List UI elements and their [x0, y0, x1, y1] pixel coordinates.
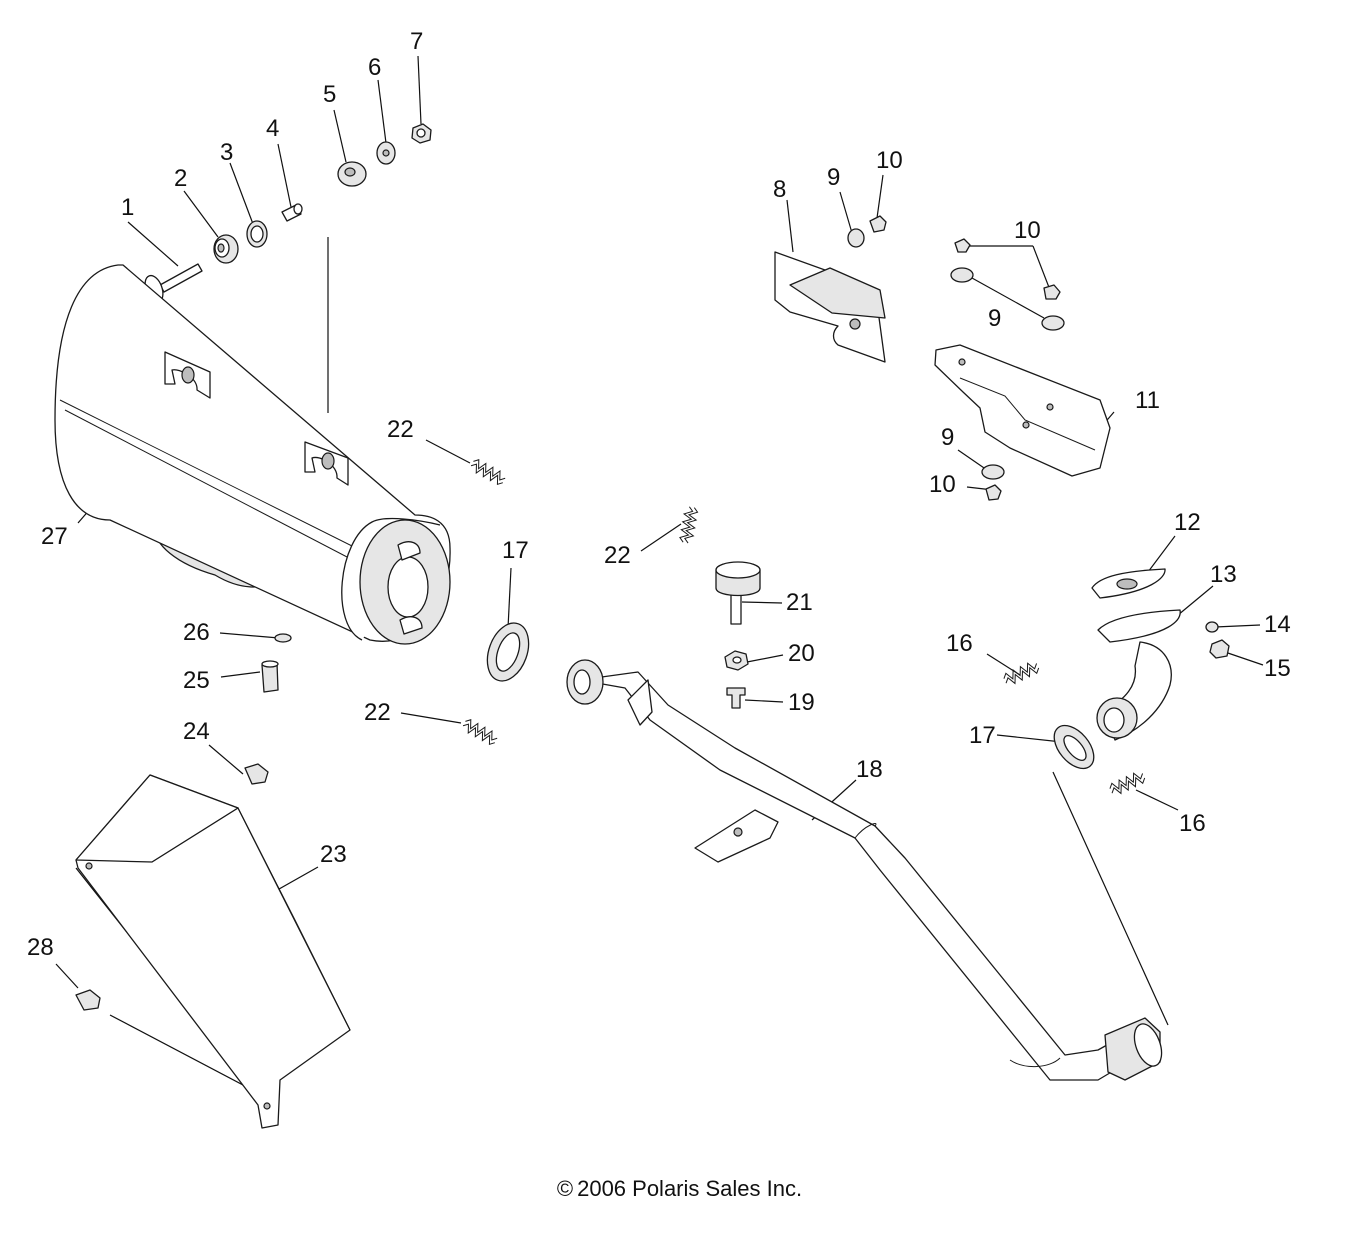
part-26-clip: [274, 633, 292, 643]
callout-9b: 9: [988, 305, 1001, 332]
callout-17a: 17: [502, 537, 529, 564]
callout-5: 5: [323, 81, 336, 108]
callout-2: 2: [174, 165, 187, 192]
part-18-head-pipe: [566, 659, 1163, 1081]
part-24-screw: [244, 763, 269, 785]
callout-26: 26: [183, 619, 210, 646]
callout-9c: 9: [941, 424, 954, 451]
callout-10a: 10: [876, 147, 903, 174]
part-4-sleeve: [281, 203, 303, 222]
callout-14: 14: [1264, 611, 1291, 638]
callout-28: 28: [27, 934, 54, 961]
callout-22b: 22: [604, 542, 631, 569]
callout-22c: 22: [364, 699, 391, 726]
callout-17b: 17: [969, 722, 996, 749]
part-21-bumper: [715, 561, 761, 625]
part-25-sleeve: [261, 660, 279, 693]
part-13-header-flange: [1096, 609, 1181, 741]
callout-11: 11: [1135, 387, 1160, 414]
callout-20: 20: [788, 640, 815, 667]
part-28-screw: [75, 989, 101, 1011]
part-5-grommet: [337, 161, 367, 187]
callout-9a: 9: [827, 164, 840, 191]
part-3-ring: [246, 220, 268, 248]
callout-23: 23: [320, 841, 347, 868]
part-14-lock-washer: [1205, 621, 1219, 633]
part-9-washers: [847, 228, 1065, 480]
callout-4: 4: [266, 115, 279, 142]
callout-16a: 16: [946, 630, 973, 657]
callout-22a: 22: [387, 416, 414, 443]
callout-8: 8: [773, 176, 786, 203]
copyright-symbol-icon: ©: [556, 1176, 574, 1201]
callout-21: 21: [786, 589, 813, 616]
part-19-screw: [726, 687, 746, 709]
part-8-heat-shield: [774, 251, 886, 363]
part-6-washer: [376, 141, 396, 165]
callout-numbers: 1 2 3 4 5 6 7 8 9 10 10 9 11 9 10 12 13 …: [27, 28, 1291, 961]
part-17-seals: [486, 622, 1095, 770]
callout-10c: 10: [929, 471, 956, 498]
callout-3: 3: [220, 139, 233, 166]
callout-10b: 10: [1014, 217, 1041, 244]
callout-24: 24: [183, 718, 210, 745]
part-7-nut: [411, 123, 432, 144]
callout-15: 15: [1264, 655, 1291, 682]
part-27-muffler: [54, 264, 451, 645]
part-23-heat-shield: [75, 774, 351, 1129]
callout-27: 27: [41, 523, 68, 550]
copyright-text: 2006 Polaris Sales Inc.: [577, 1176, 803, 1201]
part-15-nut: [1209, 639, 1230, 659]
copyright-notice: ©2006 Polaris Sales Inc.: [0, 1176, 1359, 1202]
part-2-grommet: [213, 234, 239, 264]
callout-1: 1: [121, 194, 134, 221]
callout-12: 12: [1174, 509, 1201, 536]
callout-25: 25: [183, 667, 210, 694]
callout-16b: 16: [1179, 810, 1206, 837]
part-11-bracket: [934, 344, 1111, 477]
part-10-bolts: [869, 215, 1061, 501]
part-20-nut: [724, 650, 749, 671]
callout-19: 19: [788, 689, 815, 716]
callout-18: 18: [856, 756, 883, 783]
callout-6: 6: [368, 54, 381, 81]
callout-13: 13: [1210, 561, 1237, 588]
part-12-gasket: [1091, 568, 1166, 599]
callout-7: 7: [410, 28, 423, 55]
